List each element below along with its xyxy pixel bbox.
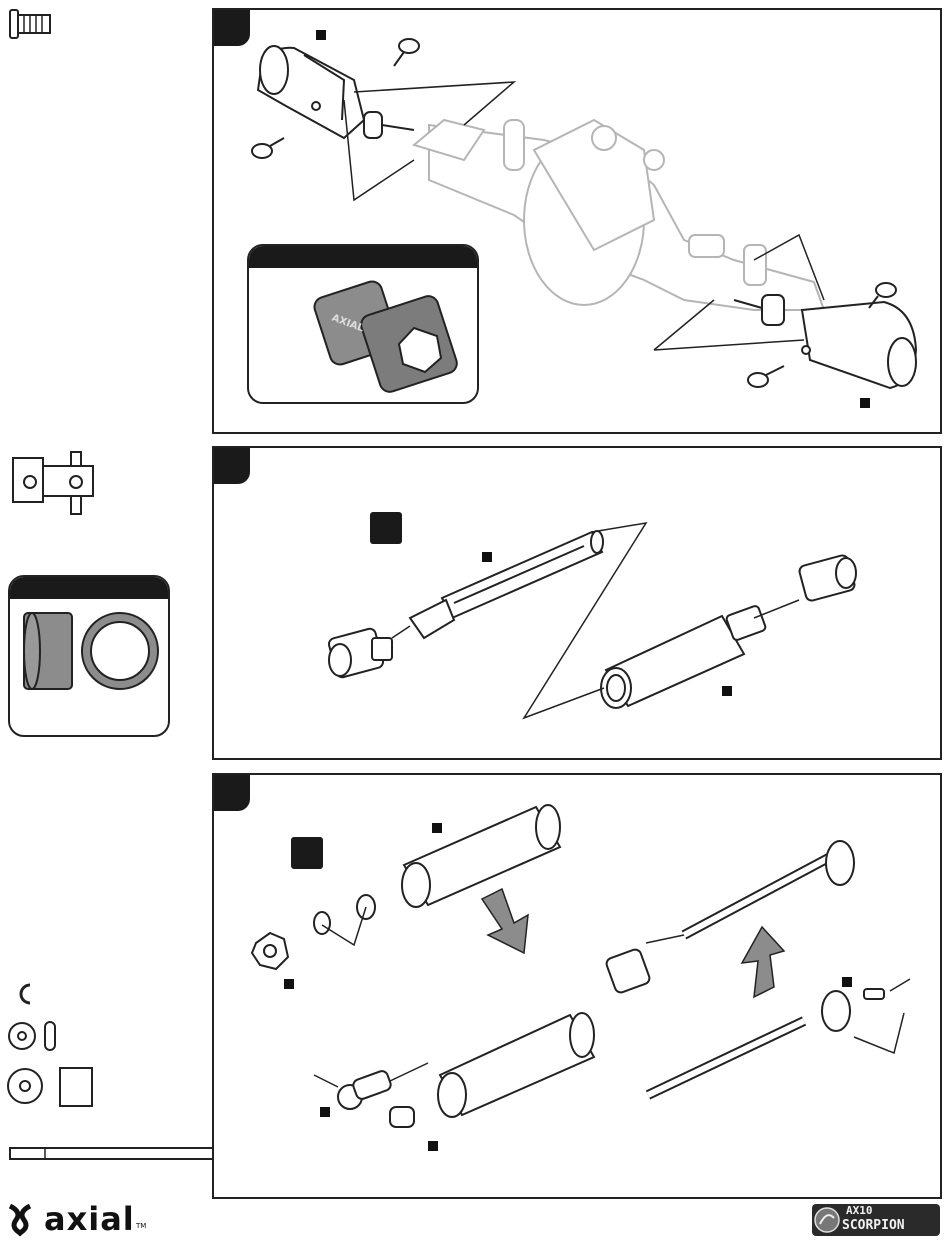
brand-right-line2: SCORPION <box>842 1218 905 1234</box>
tool-callout: AXIAL <box>247 244 479 404</box>
brand-right-line1: AX10 <box>846 1204 873 1218</box>
step-panel-3 <box>212 773 942 1199</box>
shock-assembly-drawing <box>214 775 942 1199</box>
step-panel-2 <box>212 446 942 760</box>
driveshaft-assembly-drawing <box>214 448 942 760</box>
brand-logo-left: axial <box>44 1200 135 1238</box>
trademark-mark: TM <box>136 1222 146 1230</box>
ax10-scorpion-logo-icon <box>812 1204 842 1236</box>
footer: axial TM AX10 SCORPION <box>0 1198 950 1241</box>
step-panel-1: AXIAL <box>212 8 942 434</box>
brand-logo-right: AX10 SCORPION <box>812 1204 940 1236</box>
